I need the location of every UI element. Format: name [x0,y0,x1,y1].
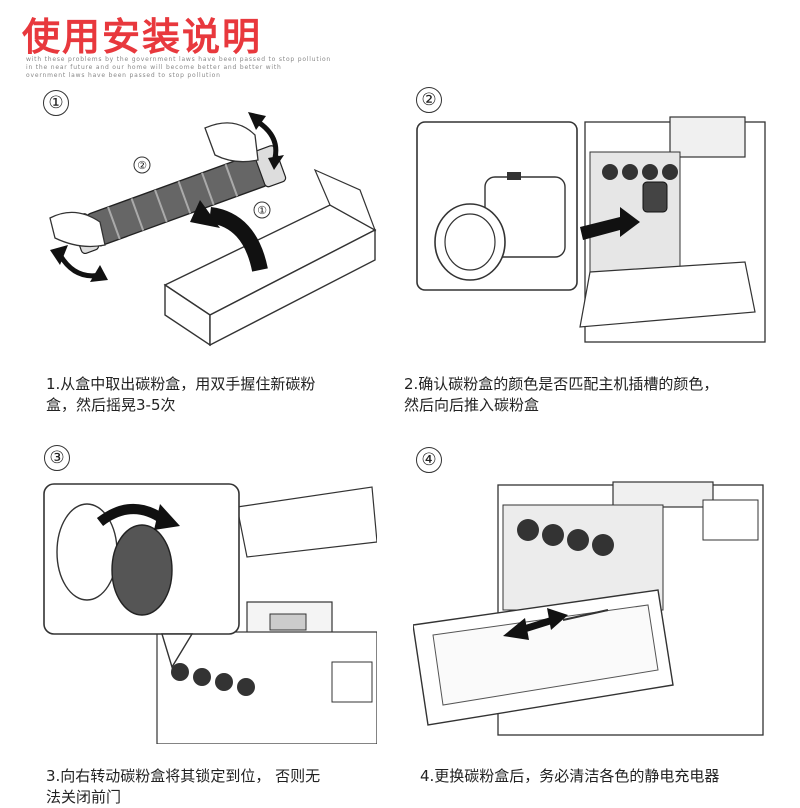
subtitle-line: in the near future and our home will bec… [26,64,282,71]
step-3-number: ③ [44,445,70,471]
subtitle-text: with these problems by the government La… [26,56,332,80]
step-2-caption: 2.确认碳粉盒的颜色是否匹配主机插槽的颜色， 然后向后推入碳粉盒 [404,374,718,416]
part-label: ① [257,204,267,217]
caption-line: 法关闭前门 [46,788,122,806]
caption-line: 4.更换碳粉盒后，务必清洁各色的静电充电器 [420,767,720,785]
subtitle-line: overnment Laws have been passed to stop … [26,72,221,79]
step-2-illustration [415,112,770,347]
step-4-number: ④ [416,447,442,473]
caption-line: 2.确认碳粉盒的颜色是否匹配主机插槽的颜色， [404,375,719,393]
step-3-illustration [42,482,377,744]
charger-clean-drawing [413,481,764,736]
step-1-illustration: ② ① [30,110,380,365]
subtitle-line: with these problems by the government La… [26,56,332,63]
toner-insert-drawing [416,116,766,343]
step-4-illustration [413,480,770,745]
toner-shake-drawing: ② ① [49,112,377,347]
step-1-caption: 1.从盒中取出碳粉盒，用双手握住新碳粉 盒，然后摇晃3-5次 [46,374,315,416]
caption-line: 3.向右转动碳粉盒将其锁定到位， 否则无 [46,767,321,785]
step-4-caption: 4.更换碳粉盒后，务必清洁各色的静电充电器 [420,766,719,787]
step-2-number: ② [416,87,442,113]
step-1-number: ① [43,90,69,116]
caption-line: 1.从盒中取出碳粉盒，用双手握住新碳粉 [46,375,316,393]
page-title: 使用安装说明 [22,15,263,59]
step-3-caption: 3.向右转动碳粉盒将其锁定到位， 否则无 法关闭前门 [46,766,320,808]
caption-line: 盒，然后摇晃3-5次 [46,396,176,414]
part-label: ② [137,159,147,172]
toner-lock-drawing [43,483,377,744]
caption-line: 然后向后推入碳粉盒 [404,396,540,414]
